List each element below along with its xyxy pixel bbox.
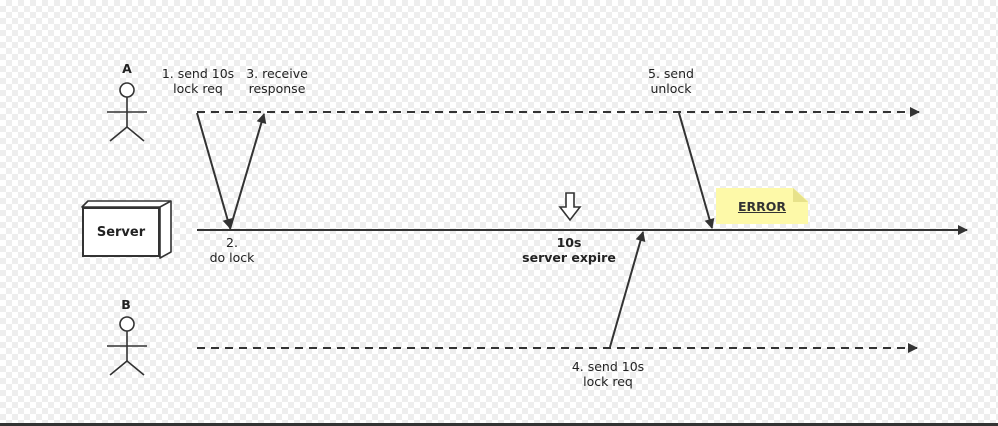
step-1-label: 1. send 10s lock req	[160, 66, 236, 96]
step-3-line1: 3. receive	[246, 66, 308, 81]
step-2-label: 2. do lock	[202, 235, 262, 265]
step-1-line2: lock req	[173, 81, 223, 96]
message-lock-response-a	[229, 113, 267, 230]
step-3-label: 3. receive response	[244, 66, 310, 96]
step-5-label: 5. send unlock	[641, 66, 701, 96]
step-4-line1: 4. send 10s	[571, 359, 645, 374]
expire-line1: 10s	[556, 235, 582, 250]
error-note-text: ERROR	[737, 198, 787, 214]
expire-line2: server expire	[522, 250, 616, 265]
message-lock-request-b	[609, 231, 646, 348]
actor-b-icon	[107, 316, 147, 376]
message-unlock-a	[678, 112, 715, 229]
step-1-line1: 1. send 10s	[161, 66, 235, 81]
message-lock-request-a	[196, 112, 233, 229]
bottom-border	[0, 423, 998, 426]
actor-a-icon	[107, 82, 147, 142]
server-node: Server	[82, 207, 160, 257]
step-2-line1: 2.	[226, 235, 238, 250]
error-note: ERROR	[716, 188, 808, 224]
actor-b-name: B	[121, 297, 131, 312]
step-3-line2: response	[248, 81, 306, 96]
expire-down-arrow-icon	[558, 192, 582, 222]
step-4-line2: lock req	[583, 374, 633, 389]
step-2-line2: do lock	[209, 250, 255, 265]
expire-label: 10s server expire	[515, 235, 623, 265]
step-5-line1: 5. send	[648, 66, 694, 81]
server-label: Server	[96, 224, 146, 240]
step-5-line2: unlock	[650, 81, 692, 96]
step-4-label: 4. send 10s lock req	[568, 359, 648, 389]
actor-a-name: A	[122, 61, 132, 76]
